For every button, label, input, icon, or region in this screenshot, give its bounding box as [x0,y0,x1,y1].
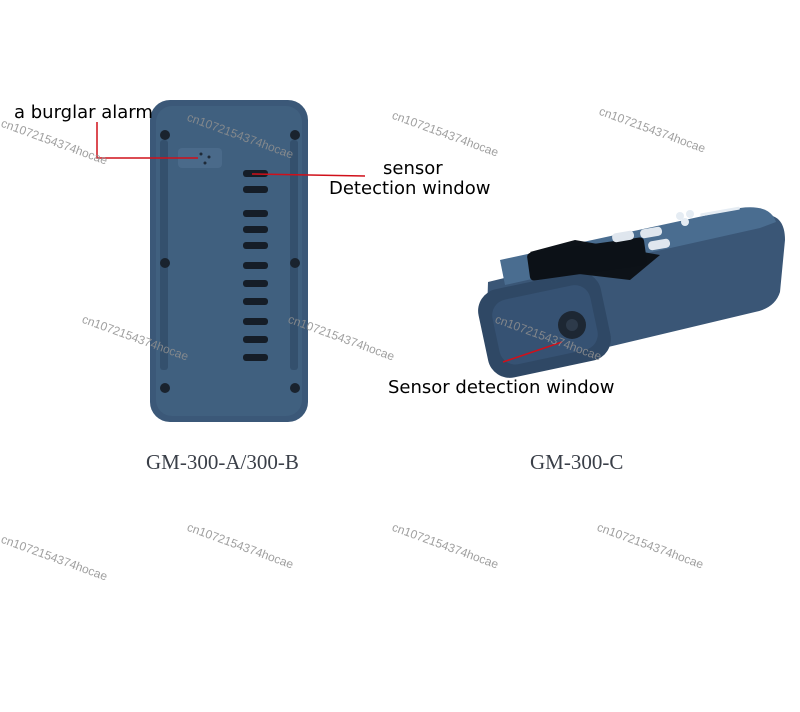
detection-slots [243,170,268,361]
device-rear-view [150,100,308,422]
device-angled-view [478,206,785,378]
alarm-speaker-holes [199,152,211,165]
screw-icon [160,130,300,393]
model-right-caption: GM-300-C [530,450,624,474]
sensor-label: sensor [383,158,443,179]
burglar-alarm-label: a burglar alarm [14,102,153,123]
brand-logo [676,206,740,226]
sensor-detection-window-label: Sensor detection window [388,377,615,398]
pointer-lines [96,122,563,363]
sensor-grille [558,311,586,339]
detection-window-label: Detection window [329,178,491,199]
control-buttons [612,226,671,251]
model-left-caption: GM-300-A/300-B [146,450,299,474]
